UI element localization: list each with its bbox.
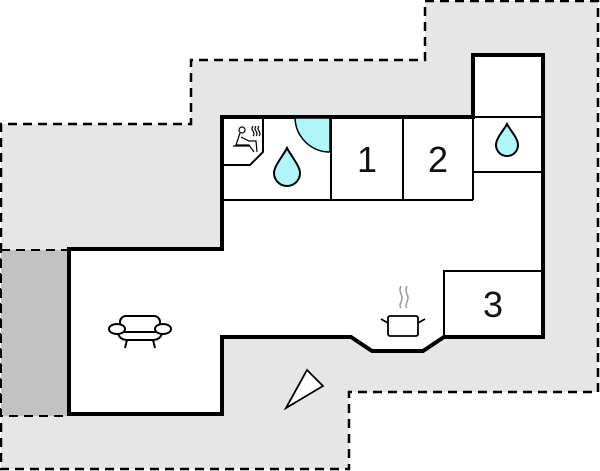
north-arrow-icon [283,368,325,411]
carport-area [0,249,70,417]
water-drop-icon [272,145,302,187]
room-label-1: 1 [357,139,377,180]
room-label-3: 3 [483,284,503,325]
sauna-icon [233,125,261,153]
cooking-pot-icon [380,285,426,337]
water-drop-icon [494,121,520,157]
interior-walls [222,116,543,337]
house-footprint [67,53,545,416]
room-label-2: 2 [428,139,448,180]
sofa-icon [108,315,172,349]
shower-quarter-circle [294,117,331,153]
